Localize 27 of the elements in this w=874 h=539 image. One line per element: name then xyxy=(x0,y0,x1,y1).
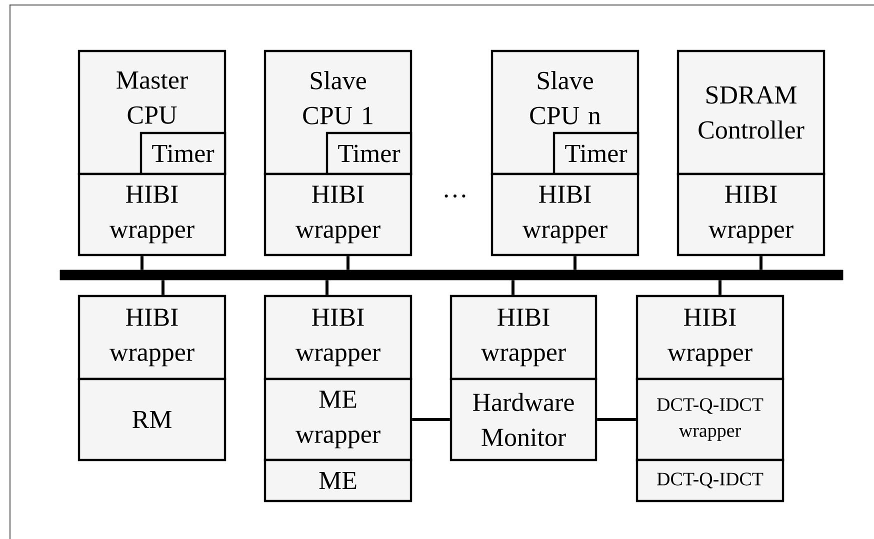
connector-line xyxy=(512,280,514,295)
connector-line xyxy=(140,256,144,270)
module-box: HIBI wrapper xyxy=(450,294,598,380)
module-box: HIBI wrapper xyxy=(676,172,826,256)
connector-line xyxy=(326,280,328,295)
timer-box: Timer xyxy=(326,132,412,176)
ellipsis: … xyxy=(444,194,466,198)
module-box: ME xyxy=(264,458,412,502)
module-box: DCT-Q-IDCT xyxy=(636,458,784,502)
connector-line xyxy=(346,256,350,270)
connector-line xyxy=(574,256,576,270)
connector-line xyxy=(162,280,164,295)
connector-line xyxy=(718,280,722,295)
module-box: HIBI wrapper xyxy=(78,294,226,380)
module-box: DCT-Q-IDCT wrapper xyxy=(636,378,784,462)
timer-box: Timer xyxy=(140,132,226,176)
bus-bar xyxy=(60,270,844,280)
module-box: SDRAM Controller xyxy=(676,50,826,176)
module-box: HIBI wrapper xyxy=(264,294,412,380)
module-box: HIBI wrapper xyxy=(636,294,784,380)
module-box: ME wrapper xyxy=(264,378,412,462)
timer-box: Timer xyxy=(552,132,640,176)
module-box: RM xyxy=(78,378,226,462)
connector-line xyxy=(412,418,450,421)
connector-line xyxy=(597,418,636,421)
connector-line xyxy=(760,256,762,270)
module-box: Hardware Monitor xyxy=(450,378,598,462)
